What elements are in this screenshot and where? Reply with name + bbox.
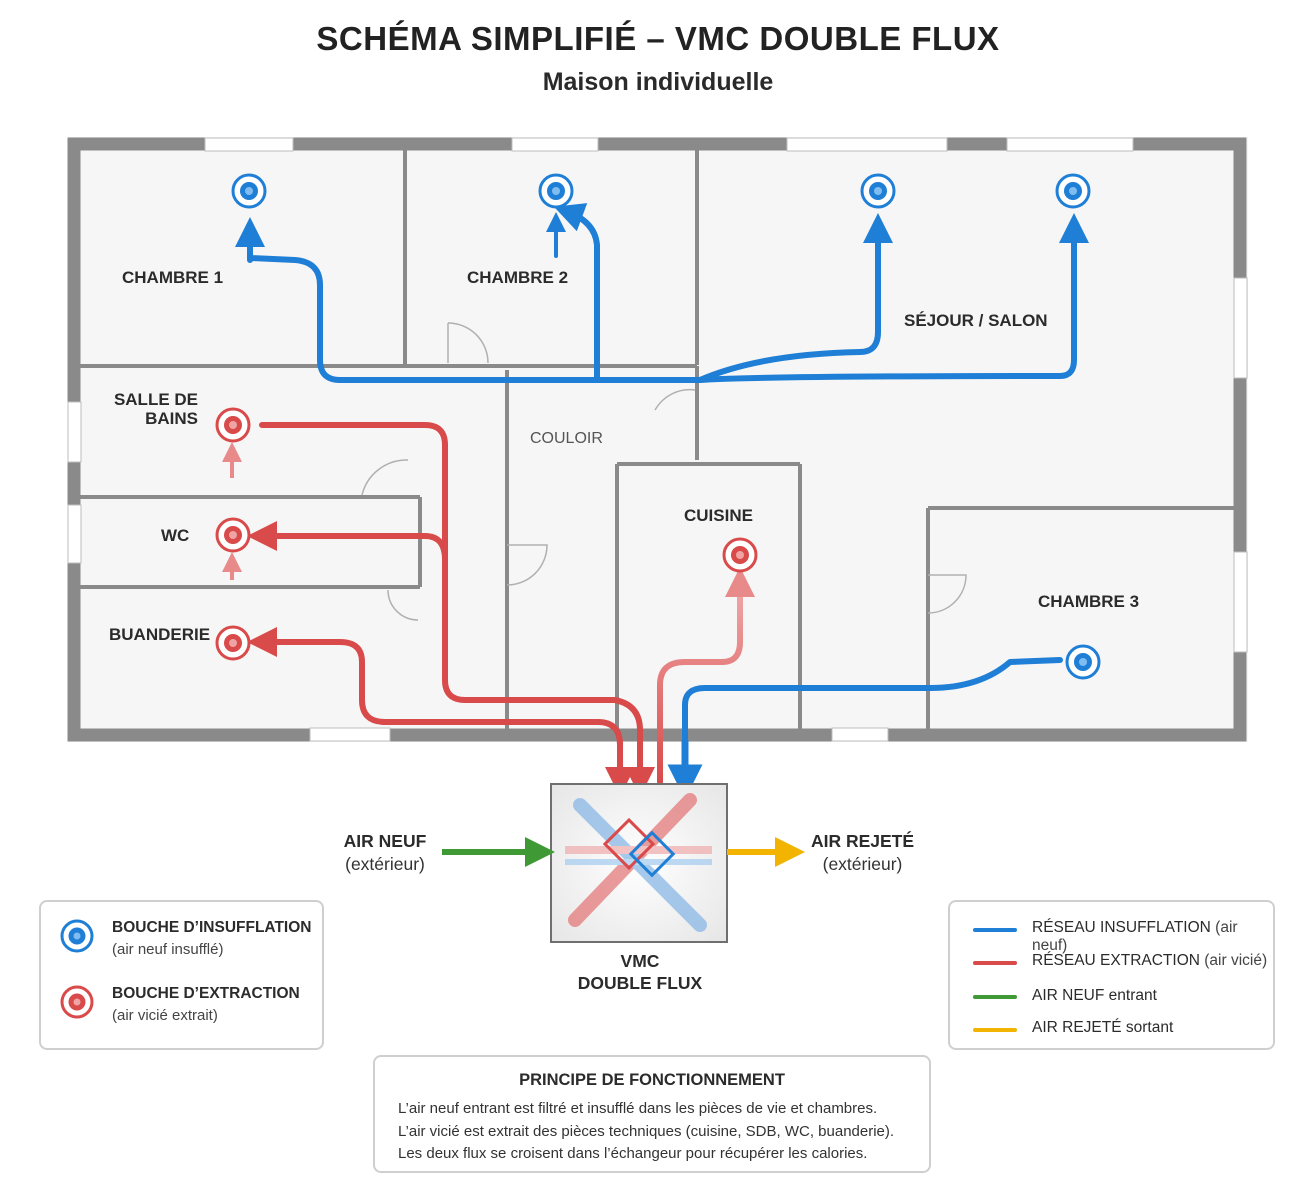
extract-cuisine-duct xyxy=(657,567,755,785)
supply-vents xyxy=(231,173,1101,680)
legend-network-extract-note: (air vicié) xyxy=(1199,952,1268,969)
legend-extract-title: BOUCHE D’EXTRACTION xyxy=(112,985,300,1002)
door-swings xyxy=(361,322,967,621)
legend-network-fresh-label: AIR NEUF xyxy=(1032,987,1105,1004)
legend-network-fresh: AIR NEUF entrant xyxy=(1032,987,1157,1005)
page-title: SCHÉMA SIMPLIFIÉ – VMC DOUBLE FLUX xyxy=(316,20,1000,57)
air-rejete-sub: (extérieur) xyxy=(822,854,903,874)
room-label-chambre-3: CHAMBRE 3 xyxy=(1038,592,1140,611)
legend-network-supply: RÉSEAU INSUFFLATION (air neuf) xyxy=(1032,919,1273,955)
room-label-chambre-1: CHAMBRE 1 xyxy=(122,268,224,287)
legend-network-exhaust-label: AIR REJETÉ xyxy=(1032,1019,1122,1036)
legend-extract-sub: (air vicié extrait) xyxy=(112,1007,218,1024)
principe-line-1: L’air neuf entrant est filtré et insuffl… xyxy=(398,1100,878,1117)
room-label-buanderie: BUANDERIE xyxy=(109,625,211,644)
supply-vent-icon xyxy=(60,919,94,953)
legend-networks: RÉSEAU INSUFFLATION (air neuf) RÉSEAU EX… xyxy=(948,900,1275,1050)
legend-swatch-exhaust xyxy=(973,1028,1017,1032)
legend-supply-title: BOUCHE D’INSUFFLATION xyxy=(112,919,312,936)
room-label-salle-de-bains: SALLE DE BAINS xyxy=(100,390,198,428)
principe-line-2: L’air vicié est extrait des pièces techn… xyxy=(398,1122,895,1140)
vmc-label-line1: VMC xyxy=(620,951,660,971)
legend-supply-text: BOUCHE D’INSUFFLATION (air neuf insufflé… xyxy=(112,919,311,958)
legend-supply-sub: (air neuf insufflé) xyxy=(112,941,224,958)
room-label-cuisine: CUISINE xyxy=(684,506,753,525)
legend-vents: BOUCHE D’INSUFFLATION (air neuf insufflé… xyxy=(39,900,324,1050)
legend-network-fresh-note: entrant xyxy=(1104,987,1157,1004)
windows xyxy=(67,137,1248,742)
principe-title: PRINCIPE DE FONCTIONNEMENT xyxy=(519,1071,785,1089)
vmc-unit-label: VMC DOUBLE FLUX xyxy=(560,950,720,994)
vmc-unit xyxy=(550,783,728,943)
principe-box: PRINCIPE DE FONCTIONNEMENT L’air neuf en… xyxy=(373,1055,931,1173)
supply-network xyxy=(235,203,1089,783)
legend-swatch-fresh xyxy=(973,995,1017,999)
extract-network xyxy=(247,422,643,783)
legend-network-exhaust: AIR REJETÉ sortant xyxy=(1032,1019,1173,1037)
extract-vent-icon xyxy=(60,985,94,1019)
room-label-wc: WC xyxy=(161,526,190,545)
legend-network-exhaust-note: sortant xyxy=(1121,1019,1174,1036)
legend-network-extract-label: RÉSEAU EXTRACTION xyxy=(1032,952,1200,969)
principe-line-3: Les deux flux se croisent dans l’échange… xyxy=(398,1145,868,1162)
page-subtitle: Maison individuelle xyxy=(542,68,774,96)
air-neuf-title: AIR NEUF xyxy=(343,831,427,851)
air-rejete-title: AIR REJETÉ xyxy=(810,831,915,851)
legend-network-extract: RÉSEAU EXTRACTION (air vicié) xyxy=(1032,952,1267,970)
air-neuf-label: AIR NEUF (extérieur) xyxy=(330,830,440,876)
room-label-sejour: SÉJOUR / SALON xyxy=(904,311,1048,330)
legend-network-supply-note: (air neuf) xyxy=(1032,919,1238,954)
air-neuf-sub: (extérieur) xyxy=(345,854,425,874)
extract-vents xyxy=(215,407,758,661)
room-label-chambre-2: CHAMBRE 2 xyxy=(467,268,569,287)
legend-network-supply-label: RÉSEAU INSUFFLATION xyxy=(1032,919,1211,936)
room-label-couloir: COULOIR xyxy=(530,430,603,447)
legend-swatch-supply xyxy=(973,928,1017,932)
air-rejete-label: AIR REJETÉ (extérieur) xyxy=(800,830,925,876)
vmc-label-line2: DOUBLE FLUX xyxy=(577,973,703,993)
room-label-sdb-line1: SALLE DE xyxy=(113,390,198,409)
room-label-sdb-line2: BAINS xyxy=(145,409,198,428)
legend-swatch-extract xyxy=(973,961,1017,965)
legend-extract-text: BOUCHE D’EXTRACTION (air vicié extrait) xyxy=(112,985,300,1024)
principe-text: L’air neuf entrant est filtré et insuffl… xyxy=(398,1098,894,1166)
